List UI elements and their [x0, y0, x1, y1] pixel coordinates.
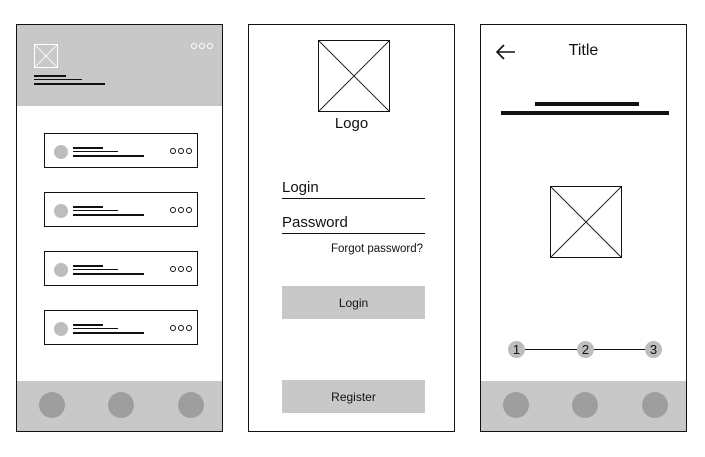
list-item[interactable] [44, 251, 198, 286]
more-options-icon[interactable] [170, 148, 192, 154]
list-item-text-line [73, 269, 118, 270]
stepper-connector [525, 349, 577, 350]
tab-button-3[interactable] [642, 392, 668, 418]
list-item-text-line [73, 210, 118, 211]
avatar [54, 263, 68, 277]
list-item-text-line [73, 328, 118, 329]
tab-button-3[interactable] [178, 392, 204, 418]
tab-button-2[interactable] [108, 392, 134, 418]
avatar [54, 145, 68, 159]
avatar [54, 322, 68, 336]
header-text-line [34, 75, 66, 77]
list-item-text-line [73, 155, 144, 157]
step-1[interactable]: 1 [508, 341, 525, 358]
header-text-line [34, 83, 105, 85]
list-item-text-line [73, 265, 103, 267]
login-field[interactable]: Login [282, 179, 425, 199]
logo-label: Logo [334, 115, 369, 132]
forgot-password-link[interactable]: Forgot password? [330, 243, 423, 255]
register-button[interactable]: Register [282, 380, 425, 413]
step-3[interactable]: 3 [645, 341, 662, 358]
list-item[interactable] [44, 192, 198, 227]
list-item[interactable] [44, 133, 198, 168]
bottom-tab-bar [17, 381, 222, 431]
login-screen-frame: Logo Login Password Forgot password? Log… [248, 24, 455, 432]
avatar [54, 204, 68, 218]
tab-button-1[interactable] [39, 392, 65, 418]
step-2[interactable]: 2 [577, 341, 594, 358]
more-options-icon[interactable] [170, 266, 192, 272]
heading-text-line [535, 102, 639, 106]
more-options-icon[interactable] [191, 43, 213, 49]
heading-text-line [501, 111, 669, 115]
tab-button-1[interactable] [503, 392, 529, 418]
header-image-placeholder-icon [34, 44, 58, 68]
detail-screen-frame: Title 1 2 3 [480, 24, 687, 432]
tab-button-2[interactable] [572, 392, 598, 418]
more-options-icon[interactable] [170, 207, 192, 213]
list-item-text-line [73, 332, 144, 334]
page-title: Title [568, 42, 599, 59]
list-screen-frame [16, 24, 223, 432]
more-options-icon[interactable] [170, 325, 192, 331]
list-item-text-line [73, 147, 103, 149]
profile-header [17, 25, 222, 106]
password-field[interactable]: Password [282, 214, 425, 234]
login-button[interactable]: Login [282, 286, 425, 319]
arrow-left-icon[interactable] [495, 41, 517, 63]
list-item-text-line [73, 273, 144, 275]
list-item-text-line [73, 206, 103, 208]
list-item-text-line [73, 214, 144, 216]
list-item-text-line [73, 151, 118, 152]
logo-placeholder-icon [318, 40, 390, 112]
image-placeholder-icon [550, 186, 622, 258]
bottom-tab-bar [481, 381, 686, 431]
stepper-connector [594, 349, 645, 350]
list-item[interactable] [44, 310, 198, 345]
header-text-line [34, 79, 82, 80]
list-item-text-line [73, 324, 103, 326]
